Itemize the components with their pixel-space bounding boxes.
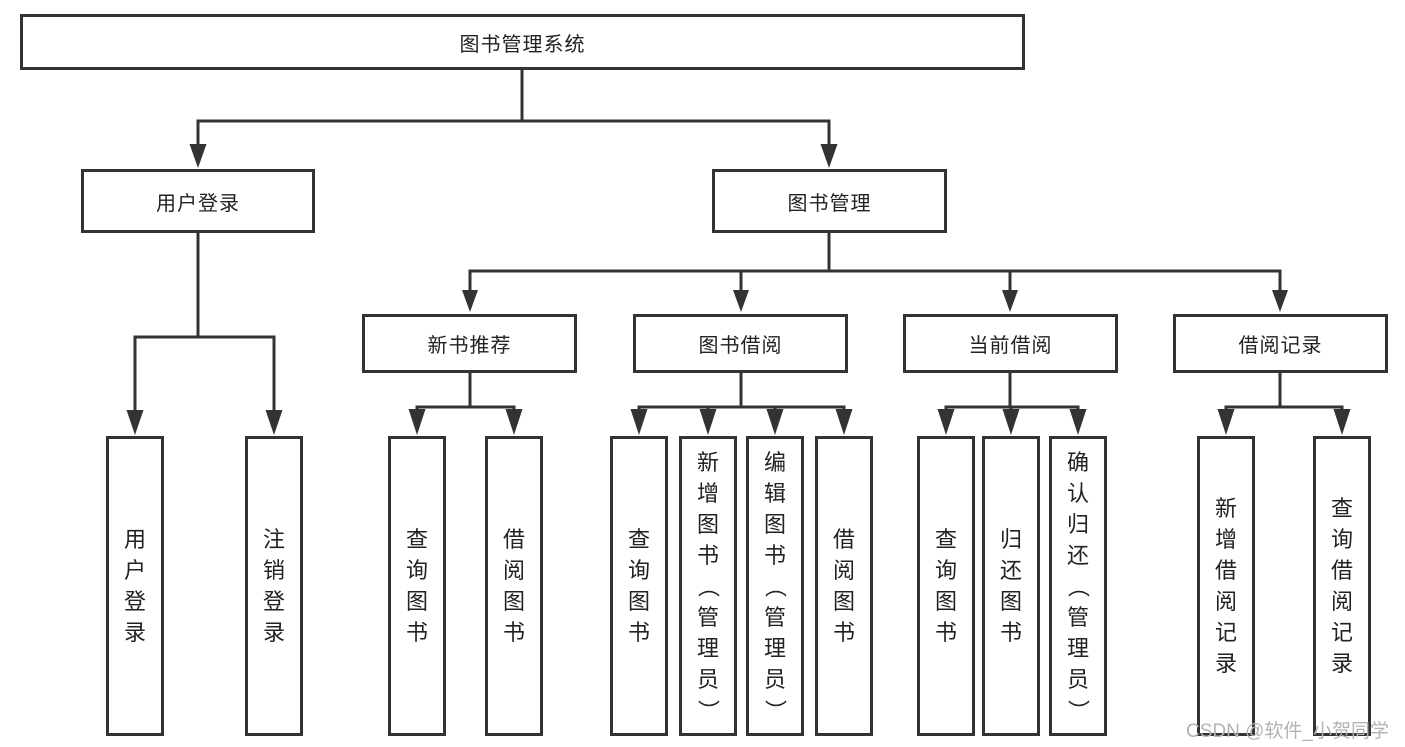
vertical-char: 增: [1214, 527, 1237, 552]
vertical-char: 查: [627, 527, 650, 552]
vertical-char: 员: [763, 666, 786, 692]
vertical-char: ）: [695, 698, 721, 721]
vertical-char: 询: [1330, 527, 1353, 552]
node-borrowing-records: 借阅记录: [1173, 314, 1388, 373]
vertical-char: 员: [696, 666, 719, 692]
vertical-char: 理: [763, 635, 786, 661]
vertical-char: 阅: [1214, 589, 1237, 614]
vertical-char: 登: [123, 589, 146, 614]
vertical-char: 图: [405, 589, 428, 614]
vertical-char: 归: [1066, 511, 1089, 537]
vertical-char: 阅: [832, 558, 855, 583]
vertical-char: 图: [999, 589, 1022, 614]
node-current-borrowing: 当前借阅: [903, 314, 1118, 373]
vertical-char: 录: [1214, 651, 1237, 676]
vertical-char: 借: [502, 527, 525, 552]
vertical-char: 书: [934, 620, 957, 645]
vertical-char: 管: [1066, 604, 1089, 630]
node-user-login-branch: 用户登录: [81, 169, 315, 233]
vertical-char: 书: [763, 542, 786, 568]
node-book-management-branch: 图书管理: [712, 169, 947, 233]
vertical-char: 注: [262, 527, 285, 552]
vertical-char: ）: [1065, 698, 1091, 721]
leaf-query-books-1: 查询图书: [388, 436, 446, 736]
vertical-char: 记: [1330, 620, 1353, 645]
vertical-char: 询: [934, 558, 957, 583]
leaf-confirm-return-admin: 确认归还 （ 管理员 ）: [1049, 436, 1107, 736]
vertical-char: 录: [123, 620, 146, 645]
vertical-char: 销: [262, 558, 285, 583]
vertical-char: 书: [502, 620, 525, 645]
vertical-char: 书: [627, 620, 650, 645]
vertical-char: 户: [123, 558, 146, 583]
vertical-char: 员: [1066, 666, 1089, 692]
node-library-management-system: 图书管理系统: [20, 14, 1025, 70]
vertical-char: 编: [763, 449, 786, 475]
vertical-char: 图: [627, 589, 650, 614]
vertical-char: 理: [1066, 635, 1089, 661]
vertical-char: 管: [696, 604, 719, 630]
vertical-char: 图: [696, 511, 719, 537]
vertical-char: 书: [696, 542, 719, 568]
vertical-char: 书: [832, 620, 855, 645]
vertical-char: 管: [763, 604, 786, 630]
vertical-char: 归: [999, 527, 1022, 552]
vertical-char: 查: [405, 527, 428, 552]
csdn-watermark: CSDN @软件_小贺同学: [1186, 721, 1389, 742]
vertical-char: 图: [832, 589, 855, 614]
vertical-char: 用: [123, 527, 146, 552]
vertical-char: 查: [934, 527, 957, 552]
vertical-char: 增: [696, 480, 719, 506]
vertical-char: 询: [627, 558, 650, 583]
vertical-char: （: [762, 574, 788, 597]
vertical-char: ）: [762, 698, 788, 721]
vertical-char: 记: [1214, 620, 1237, 645]
vertical-char: 理: [696, 635, 719, 661]
node-new-book-recommendation: 新书推荐: [362, 314, 577, 373]
vertical-char: 借: [832, 527, 855, 552]
vertical-char: 图: [502, 589, 525, 614]
vertical-char: （: [1065, 574, 1091, 597]
vertical-char: 借: [1330, 558, 1353, 583]
vertical-char: 图: [934, 589, 957, 614]
vertical-char: 辑: [763, 480, 786, 506]
leaf-query-borrow-record: 查询借阅记录: [1313, 436, 1371, 736]
leaf-user-login: 用户登录: [106, 436, 164, 736]
vertical-char: 新: [1214, 496, 1237, 521]
leaf-query-books-3: 查询图书: [917, 436, 975, 736]
vertical-char: 书: [405, 620, 428, 645]
leaf-add-books-admin: 新增图书 （ 管理员 ）: [679, 436, 737, 736]
vertical-char: 查: [1330, 496, 1353, 521]
vertical-char: 新: [696, 449, 719, 475]
leaf-return-books: 归还图书: [982, 436, 1040, 736]
vertical-char: 还: [1066, 542, 1089, 568]
leaf-borrow-books-2: 借阅图书: [815, 436, 873, 736]
vertical-char: 登: [262, 589, 285, 614]
vertical-char: 认: [1066, 480, 1089, 506]
leaf-edit-books-admin: 编辑图书 （ 管理员 ）: [746, 436, 804, 736]
vertical-char: 阅: [1330, 589, 1353, 614]
vertical-char: （: [695, 574, 721, 597]
vertical-char: 录: [1330, 651, 1353, 676]
vertical-char: 确: [1066, 449, 1089, 475]
leaf-query-books-2: 查询图书: [610, 436, 668, 736]
vertical-char: 还: [999, 558, 1022, 583]
leaf-add-borrow-record: 新增借阅记录: [1197, 436, 1255, 736]
vertical-char: 询: [405, 558, 428, 583]
leaf-logout: 注销登录: [245, 436, 303, 736]
vertical-char: 借: [1214, 558, 1237, 583]
vertical-char: 书: [999, 620, 1022, 645]
vertical-char: 阅: [502, 558, 525, 583]
vertical-char: 录: [262, 620, 285, 645]
leaf-borrow-books-1: 借阅图书: [485, 436, 543, 736]
node-book-borrowing: 图书借阅: [633, 314, 848, 373]
vertical-char: 图: [763, 511, 786, 537]
